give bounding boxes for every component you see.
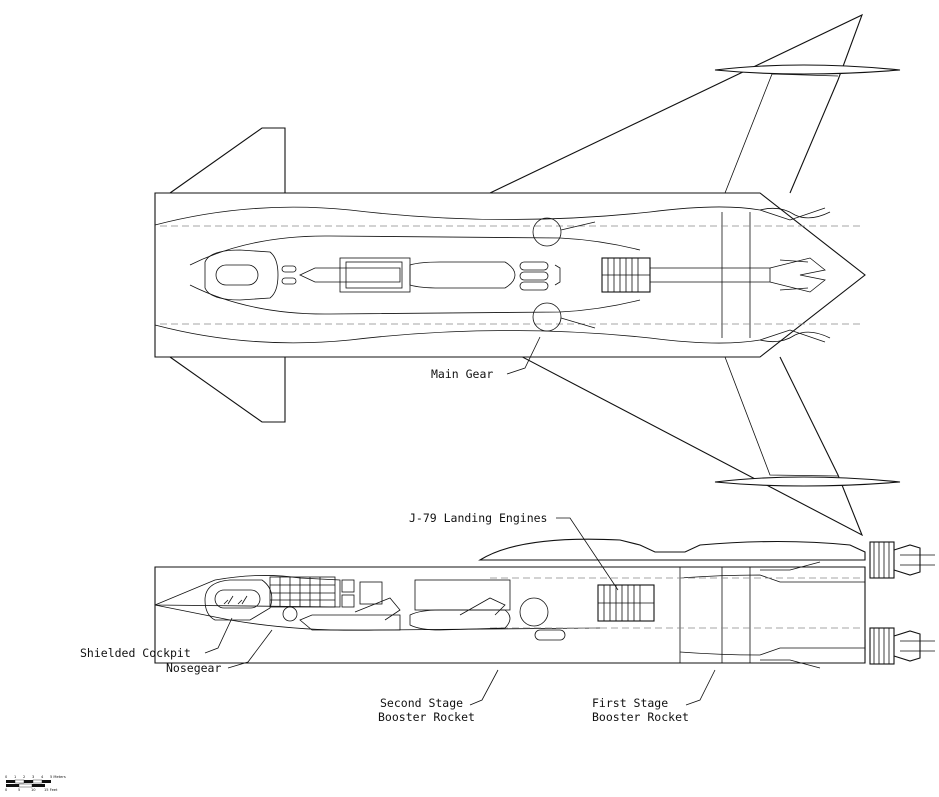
second-stage-label-1: Second Stage — [380, 696, 463, 710]
side-leaders — [204, 517, 716, 706]
avionics-grid — [269, 576, 336, 608]
scale-m-3: 3 — [32, 775, 34, 779]
scale-ft-10: 10 — [31, 788, 36, 792]
scale-m-4: 4 — [41, 775, 44, 779]
shielded-cockpit-label: Shielded Cockpit — [80, 646, 191, 660]
side-internals — [204, 576, 655, 641]
side-fuselage — [154, 561, 866, 669]
top-fuselage — [154, 192, 866, 358]
scale-m-5: 5 Meters — [50, 775, 66, 779]
scale-ft-5: 5 — [18, 788, 20, 792]
nosegear-label: Nosegear — [166, 661, 221, 675]
main-gear-leader — [506, 336, 541, 375]
scale-ft-0: 0 — [5, 788, 8, 792]
first-stage-label-2: Booster Rocket — [592, 710, 689, 724]
side-nozzles — [869, 541, 935, 665]
second-stage-label-2: Booster Rocket — [378, 710, 475, 724]
landing-engines-label: J-79 Landing Engines — [409, 511, 547, 525]
main-gear-label: Main Gear — [431, 367, 493, 381]
top-wings — [169, 13, 901, 537]
scale-bar: 0 1 2 3 4 5 Meters 0 5 10 15 Feet — [5, 775, 66, 792]
top-internals — [204, 217, 826, 332]
scale-m-1: 1 — [14, 775, 16, 779]
scale-m-0: 0 — [5, 775, 8, 779]
top-view: Main Gear — [154, 13, 901, 537]
scale-ft-15: 15 Feet — [44, 788, 58, 792]
side-view: J-79 Landing Engines Shielded Cockpit No… — [80, 511, 935, 724]
first-stage-label-1: First Stage — [592, 696, 668, 710]
scale-m-2: 2 — [23, 775, 25, 779]
